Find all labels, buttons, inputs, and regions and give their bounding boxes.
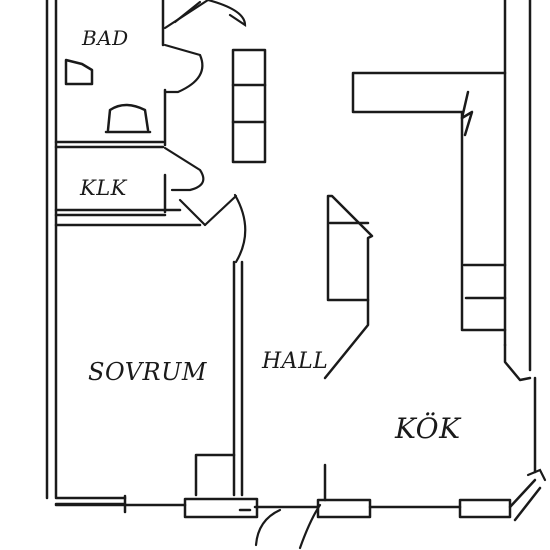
bath-top-door-leaf <box>173 0 202 24</box>
bottom-wall-e <box>508 478 537 509</box>
bath-toilet <box>64 58 94 86</box>
entrance-door-arc <box>254 508 282 547</box>
window-bottom-3 <box>316 498 372 519</box>
bath-side-door <box>163 43 204 94</box>
bath-top-door <box>163 0 247 30</box>
window-corner-detail <box>526 468 547 482</box>
hall-cabinet <box>231 48 267 164</box>
outer-wall-right-corner <box>503 343 532 382</box>
bath-sink <box>106 103 150 132</box>
window-bottom-4 <box>458 498 512 519</box>
electric-symbol <box>460 90 474 137</box>
hall-diagonal-wall <box>323 298 370 380</box>
window-bottom-2 <box>183 497 259 519</box>
klk-door <box>163 146 205 192</box>
bedroom-wardrobe <box>194 453 236 497</box>
doors <box>163 0 547 550</box>
room-labels: BAD KLK SOVRUM HALL KÖK <box>79 26 462 445</box>
kitchen-counter-top <box>351 71 507 332</box>
hall-wardrobe <box>326 194 374 302</box>
bedroom-door-leaf <box>203 194 238 227</box>
room-label-kok: KÖK <box>394 411 462 445</box>
bedroom-door <box>178 193 247 264</box>
walls <box>45 0 542 522</box>
room-label-sovrum: SOVRUM <box>88 358 208 386</box>
room-label-klk: KLK <box>79 176 128 200</box>
room-label-hall: HALL <box>261 349 328 374</box>
entrance-door-arc-2 <box>298 503 322 550</box>
room-label-bad: BAD <box>81 26 129 50</box>
bottom-wall-f <box>513 486 542 522</box>
